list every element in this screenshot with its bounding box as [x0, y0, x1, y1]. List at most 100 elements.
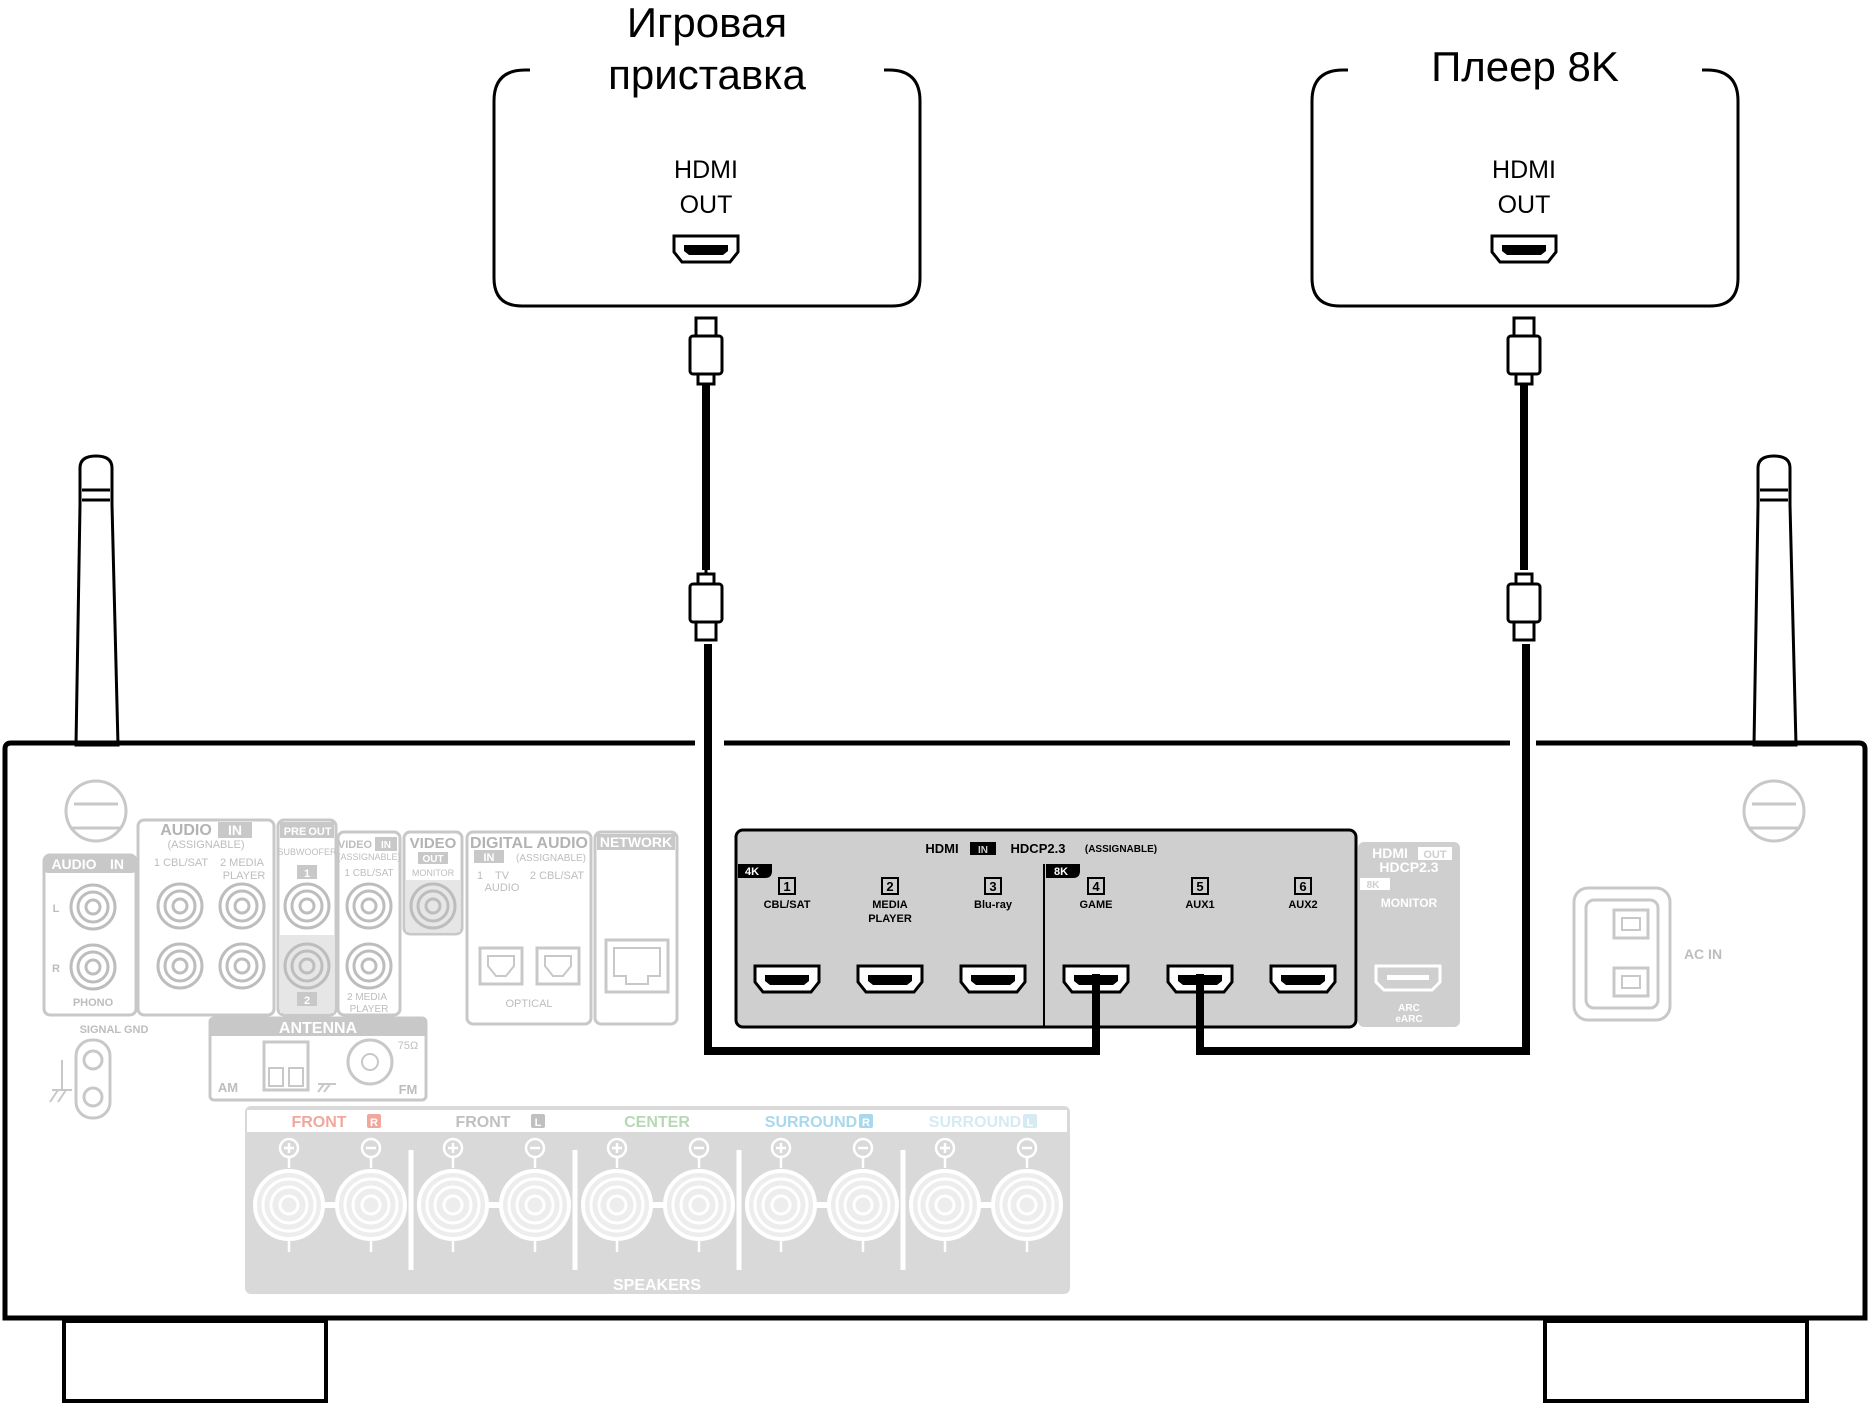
hdmi-out-monitor-port[interactable] [1374, 964, 1442, 992]
audio-in-assignable-section: AUDIO IN (ASSIGNABLE) 1 CBL/SAT 2 MEDIA … [136, 818, 276, 1017]
hdmi-in-2-port[interactable] [856, 964, 924, 994]
video-in-col2a: 2 MEDIA [347, 992, 387, 1003]
speaker-3-minus-terminal[interactable] [663, 1169, 735, 1241]
hdmi-in-6-port[interactable] [1269, 964, 1337, 994]
audio-in-phono-title: AUDIO [51, 856, 96, 872]
fm-label: FM [399, 1082, 418, 1097]
hdmi-in-1-port[interactable] [753, 964, 821, 994]
speaker-2-minus-terminal[interactable] [499, 1169, 571, 1241]
speaker-1-minus-terminal[interactable] [335, 1169, 407, 1241]
speaker-group-5-label: SURROUND [929, 1114, 1021, 1131]
speaker-4-minus-terminal[interactable] [827, 1169, 899, 1241]
signal-gnd-terminal[interactable] [74, 1038, 112, 1120]
speaker-group-2-side: L [535, 1117, 542, 1129]
hdmi-in-3-label: Blu-ray [974, 899, 1013, 911]
subwoofer-1-jack[interactable] [283, 882, 331, 930]
digital-audio-title: DIGITAL AUDIO [470, 835, 588, 852]
hdmi-in-4-label: GAME [1080, 899, 1113, 911]
pre-out-out: OUT [308, 826, 332, 838]
signal-gnd-label: SIGNAL GND [80, 1024, 149, 1036]
video-out-section: VIDEO OUT MONITOR [402, 830, 464, 936]
phono-r-label: R [52, 963, 60, 975]
badge-8k: 8K [1054, 866, 1068, 878]
am-label: AM [218, 1080, 238, 1095]
video-in-2-jack[interactable] [345, 942, 393, 990]
right-antenna [1742, 454, 1806, 843]
audio-in-col2b: PLAYER [223, 870, 266, 882]
speaker-5-plus-terminal[interactable] [909, 1169, 981, 1241]
player-hdmi-out-port[interactable] [1490, 234, 1558, 264]
game-console-title-line1: Игровая [627, 0, 787, 46]
hdmi-in-2-number: 2 [886, 879, 893, 894]
hdmi-in-5-number: 5 [1196, 879, 1203, 894]
network-section: NETWORK [593, 830, 679, 1026]
hdmi-in-6-label: AUX2 [1288, 899, 1317, 911]
subwoofer-1-num: 1 [304, 868, 310, 880]
phono-label: PHONO [73, 997, 114, 1009]
speakers-title: SPEAKERS [613, 1277, 701, 1294]
phono-r-jack[interactable] [69, 943, 117, 991]
digital-audio-c1b: TV [495, 870, 510, 882]
pre-out-section: PRE OUT SUBWOOFER 1 2 [276, 818, 338, 1017]
speaker-group-1-label: FRONT [291, 1114, 346, 1131]
hdmi-in-1-number: 1 [783, 879, 790, 894]
game-hdmi-out-port[interactable] [672, 234, 740, 264]
left-antenna [64, 454, 128, 843]
phono-l-label: L [53, 903, 60, 915]
digital-audio-c1c: AUDIO [485, 882, 520, 894]
hdmi-in-panel: HDMI IN HDCP2.3 (ASSIGNABLE) 4K 8K 1CBL/… [734, 828, 1358, 1029]
hdmi-out-hdcp: HDCP2.3 [1379, 859, 1438, 875]
optical-2-port[interactable] [535, 946, 581, 986]
hdmi-out-arc: ARC [1398, 1003, 1420, 1014]
speaker-group-4-side: R [862, 1117, 870, 1129]
hdmi-in-header-assignable: (ASSIGNABLE) [1085, 844, 1157, 855]
digital-audio-c1a: 1 [477, 870, 483, 882]
game-console-title-line2: приставка [608, 51, 806, 98]
network-port[interactable] [604, 938, 670, 994]
player-hdmi-label: HDMI [1492, 156, 1556, 184]
hdmi-in-1-label: CBL/SAT [764, 899, 811, 911]
audio-in-1-r-jack[interactable] [156, 942, 204, 990]
audio-in-1-l-jack[interactable] [156, 882, 204, 930]
video-in-col1: 1 CBL/SAT [344, 868, 393, 879]
video-in-assignable: (ASSIGNABLE) [337, 852, 400, 862]
ac-in-socket[interactable] [1572, 886, 1672, 1022]
phono-l-jack[interactable] [69, 883, 117, 931]
player-out-label: OUT [1498, 191, 1551, 219]
optical-1-port[interactable] [478, 946, 524, 986]
fm-terminal[interactable] [346, 1038, 394, 1086]
speaker-5-minus-terminal[interactable] [991, 1169, 1063, 1241]
hdmi-out-earc: eARC [1395, 1014, 1422, 1025]
hdmi-in-5-label: AUX1 [1185, 899, 1214, 911]
hdmi-in-3-port[interactable] [959, 964, 1027, 994]
speaker-3-plus-terminal[interactable] [581, 1169, 653, 1241]
speaker-2-plus-terminal[interactable] [417, 1169, 489, 1241]
speaker-group-4-label: SURROUND [765, 1114, 857, 1131]
hdmi-cable-game-console [688, 316, 1100, 1055]
hdmi-in-header-in: IN [978, 845, 988, 856]
speaker-1-plus-terminal[interactable] [253, 1169, 325, 1241]
game-console-device: Игровая приставка HDMI OUT [492, 0, 922, 308]
am-terminal[interactable] [262, 1040, 310, 1092]
player-8k-device: Плеер 8K HDMI OUT [1310, 43, 1740, 308]
ground-icon [49, 1060, 72, 1103]
digital-audio-in: IN [484, 852, 495, 864]
audio-in-2-r-jack[interactable] [218, 942, 266, 990]
video-out-out: OUT [422, 854, 443, 865]
video-in-1-jack[interactable] [345, 882, 393, 930]
speaker-4-plus-terminal[interactable] [745, 1169, 817, 1241]
audio-in-in: IN [228, 822, 242, 838]
hdmi-in-4-number: 4 [1092, 879, 1100, 894]
digital-audio-section: DIGITAL AUDIO IN (ASSIGNABLE) 1 TV AUDIO… [465, 830, 593, 1026]
digital-audio-assignable: (ASSIGNABLE) [516, 853, 586, 864]
speaker-group-4: SURROUND R [739, 1110, 903, 1132]
video-out-monitor: MONITOR [412, 868, 455, 878]
hdmi-out-out: OUT [1423, 849, 1447, 861]
video-in-col2b: PLAYER [350, 1004, 389, 1015]
hdmi-out-hdmi: HDMI [1372, 845, 1408, 861]
audio-in-2-l-jack[interactable] [218, 882, 266, 930]
